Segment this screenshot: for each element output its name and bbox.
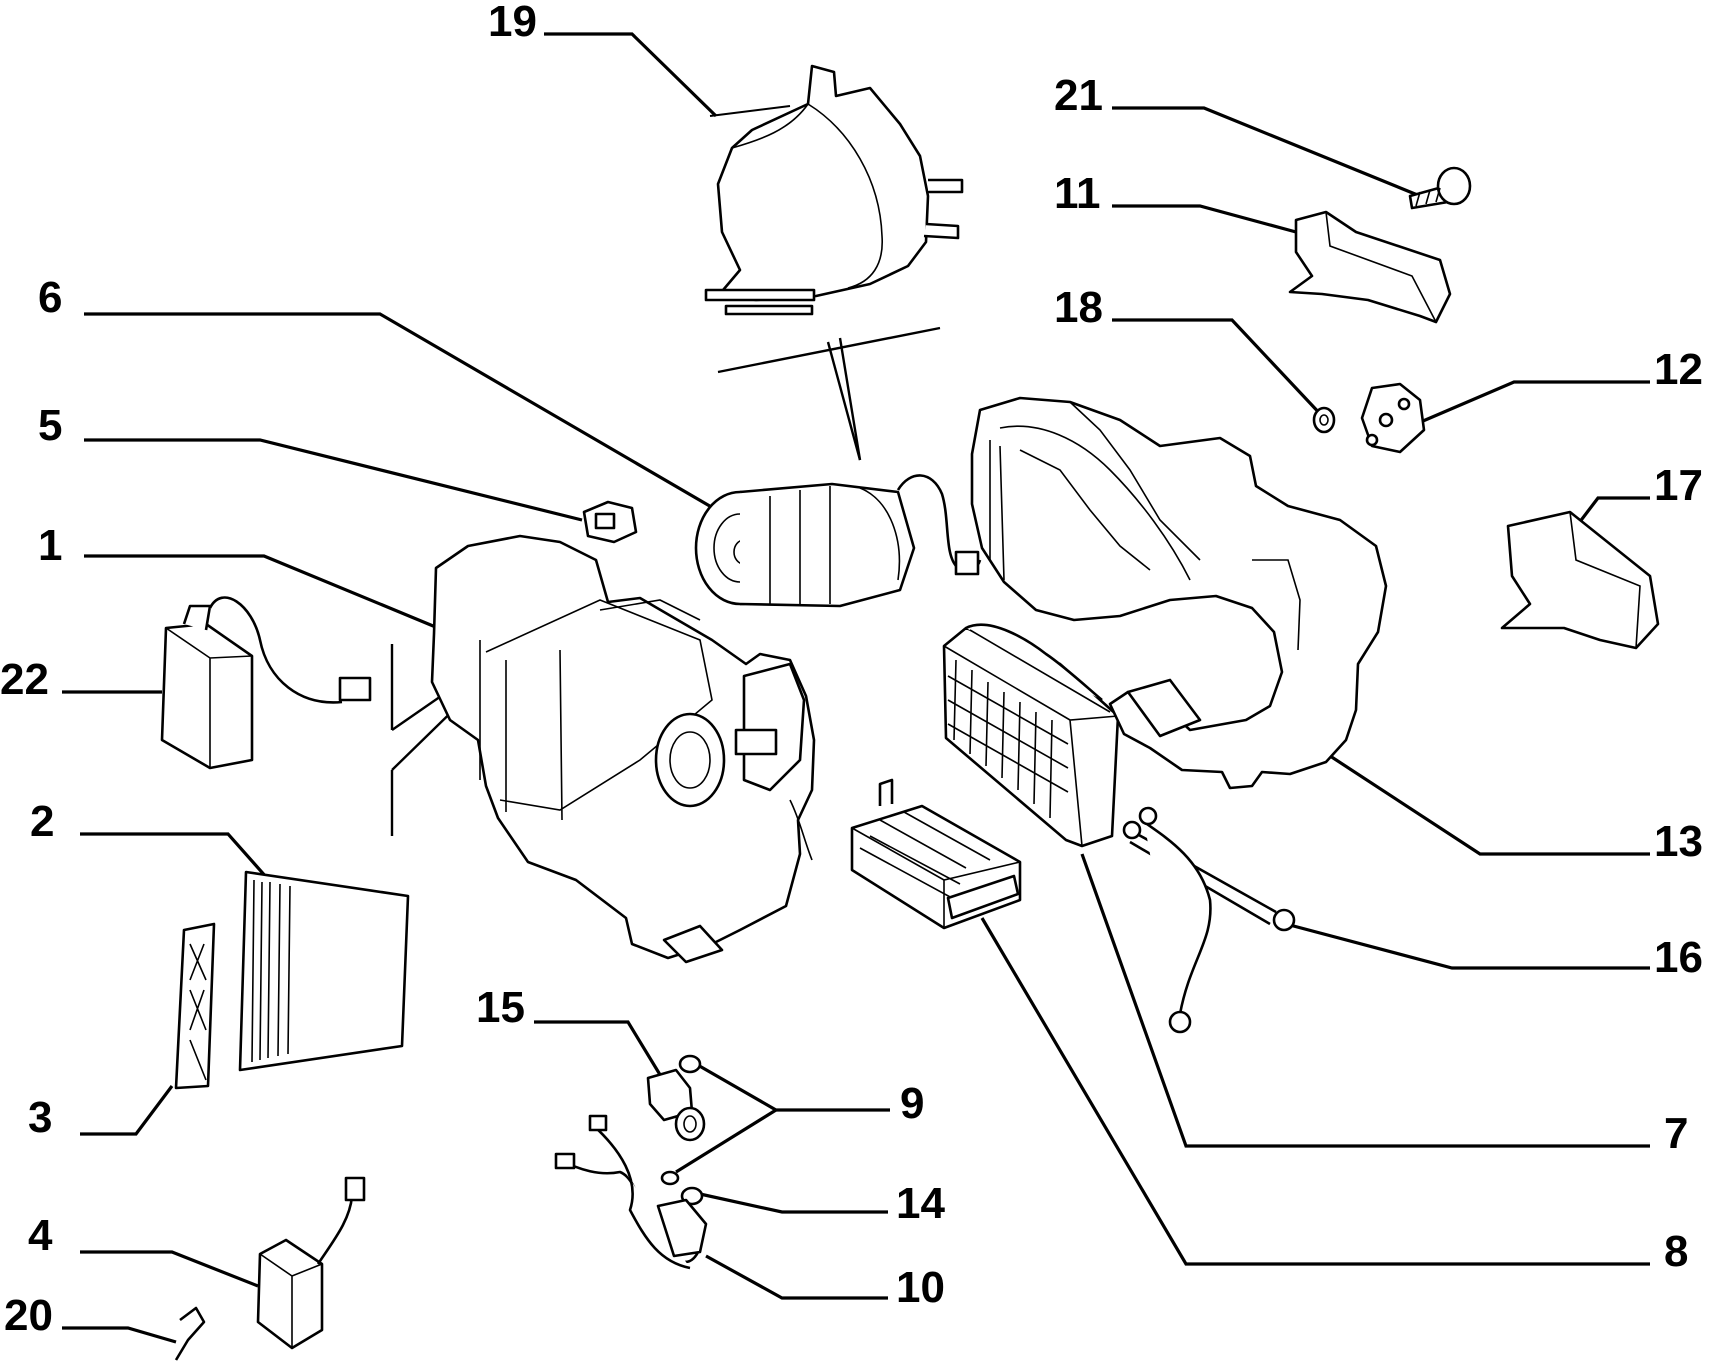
clip-part	[174, 1306, 206, 1361]
leader-line-9b	[675, 1108, 777, 1174]
washer-part	[1312, 406, 1336, 434]
callout-label-13: 13	[1654, 817, 1703, 866]
leader-line-10	[705, 1254, 888, 1300]
callout-label-7: 7	[1664, 1109, 1688, 1158]
callout-label-4: 4	[28, 1211, 53, 1260]
callout-label-20: 20	[4, 1291, 53, 1340]
callout-label-17: 17	[1654, 461, 1703, 510]
leader-line-8	[980, 917, 1650, 1266]
callout-label-22: 22	[0, 655, 49, 704]
cover-plate-2-part	[1500, 510, 1660, 650]
callout-label-19: 19	[488, 0, 537, 46]
sensor-harness-part	[554, 1114, 708, 1270]
callout-label-14: 14	[896, 1179, 945, 1228]
callout-label-12: 12	[1654, 345, 1703, 394]
bracket-part	[1360, 382, 1426, 454]
leader-line-5	[84, 438, 583, 522]
leader-lines	[62, 32, 1650, 1344]
callout-labels: 19 6 5 1 22 2 3 4 20 15 9 14 10 21 11 18…	[0, 0, 1703, 1340]
callout-label-2: 2	[30, 797, 54, 846]
leader-line-11	[1112, 204, 1297, 234]
callout-label-8: 8	[1664, 1227, 1688, 1276]
leader-line-16	[1285, 922, 1650, 970]
leader-line-3	[80, 1085, 174, 1136]
pipes-part	[1122, 806, 1296, 1034]
heater-housing-left-part	[430, 534, 816, 964]
small-connector-part	[582, 500, 638, 544]
leader-line-21	[1112, 106, 1421, 198]
callout-label-11: 11	[1054, 169, 1101, 218]
blower-shroud-part	[704, 64, 964, 316]
blower-fan-motor-part	[694, 474, 982, 608]
resistor-module-part	[160, 596, 372, 770]
callout-label-15: 15	[476, 983, 525, 1032]
callout-label-1: 1	[38, 521, 62, 570]
cover-plate-part	[1288, 210, 1452, 324]
heater-housing-right-part	[970, 396, 1388, 790]
heater-core-part	[942, 623, 1120, 848]
callout-label-16: 16	[1654, 933, 1703, 982]
leader-line-20	[62, 1326, 177, 1344]
leader-line-7	[1080, 853, 1650, 1148]
callout-label-3: 3	[28, 1093, 52, 1142]
expansion-valve-part	[646, 1068, 706, 1142]
leader-line-13	[1323, 750, 1650, 856]
cabin-filter-part	[238, 870, 410, 1072]
callout-label-21: 21	[1054, 71, 1103, 120]
control-module-part	[256, 1176, 366, 1350]
callout-label-6: 6	[38, 273, 62, 322]
callout-label-9: 9	[900, 1079, 924, 1128]
leader-line-14	[699, 1192, 888, 1214]
leader-line-19	[544, 32, 718, 118]
leader-line-18	[1112, 318, 1326, 420]
screw-part	[1408, 166, 1472, 210]
assembly-guide-lines	[390, 326, 941, 836]
callout-label-5: 5	[38, 401, 62, 450]
leader-line-1	[84, 554, 439, 630]
leader-line-12	[1415, 380, 1650, 426]
leader-line-15	[534, 1020, 664, 1079]
leader-line-9a	[695, 1062, 890, 1112]
callout-label-10: 10	[896, 1263, 945, 1312]
leader-line-4	[80, 1250, 259, 1288]
filter-cover-part	[174, 922, 216, 1090]
callout-label-18: 18	[1054, 283, 1103, 332]
leader-line-6	[84, 312, 721, 514]
evaporator-part	[850, 778, 1022, 930]
